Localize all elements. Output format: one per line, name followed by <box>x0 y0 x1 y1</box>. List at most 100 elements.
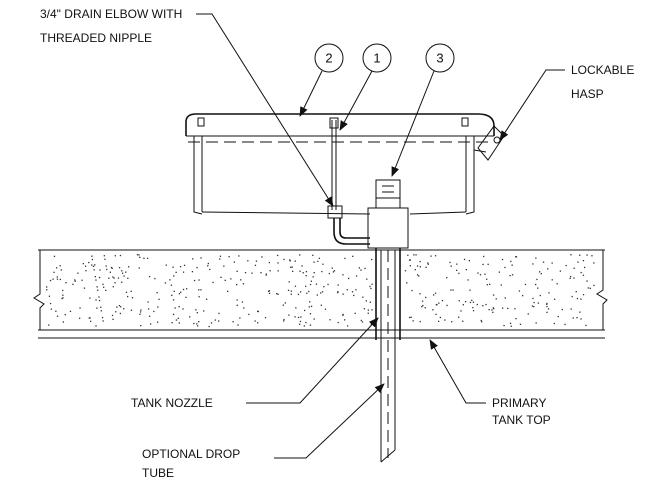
concrete-speck <box>112 318 114 320</box>
concrete-speck <box>532 297 534 300</box>
concrete-speck <box>575 291 577 293</box>
concrete-speck <box>430 255 432 257</box>
concrete-speck <box>81 279 83 281</box>
concrete-speck <box>323 286 325 288</box>
concrete-speck <box>237 324 239 326</box>
concrete-speck <box>297 316 300 319</box>
concrete-speck <box>143 257 145 259</box>
concrete-speck <box>427 263 429 265</box>
concrete-speck <box>139 313 141 315</box>
concrete-speck <box>111 314 114 317</box>
concrete-speck <box>322 263 324 265</box>
concrete-speck <box>482 305 484 307</box>
concrete-speck <box>427 262 429 264</box>
concrete-speck <box>489 283 491 285</box>
concrete-speck <box>346 325 349 327</box>
concrete-speck <box>138 267 140 269</box>
concrete-speck <box>553 322 555 325</box>
concrete-speck <box>421 300 424 302</box>
concrete-speck <box>576 297 579 300</box>
svg-text:3: 3 <box>436 51 443 66</box>
label-lockable-hasp-1: LOCKABLE <box>571 63 634 77</box>
concrete-speck <box>450 265 452 267</box>
concrete-speck <box>157 306 159 308</box>
concrete-speck <box>62 297 64 299</box>
concrete-speck <box>479 274 482 276</box>
concrete-speck <box>98 299 101 302</box>
concrete-speck <box>149 315 151 317</box>
concrete-speck <box>515 256 517 258</box>
concrete-speck <box>148 275 151 278</box>
concrete-speck <box>559 270 561 272</box>
concrete-speck <box>224 279 226 281</box>
concrete-speck <box>565 264 567 267</box>
concrete-speck <box>511 264 513 266</box>
concrete-speck <box>123 275 125 277</box>
concrete-speck <box>435 313 437 315</box>
concrete-speck <box>207 262 209 265</box>
concrete-speck <box>353 294 355 297</box>
concrete-speck <box>342 274 344 276</box>
leader-drop-tube <box>274 383 385 459</box>
concrete-speck <box>329 319 331 321</box>
label-drop-tube-1: OPTIONAL DROP <box>142 447 240 461</box>
concrete-speck <box>337 291 339 293</box>
concrete-speck <box>90 320 92 322</box>
concrete-speck <box>299 254 301 256</box>
concrete-speck <box>121 270 123 272</box>
concrete-speck <box>458 272 460 275</box>
concrete-speck <box>362 296 364 298</box>
concrete-speck <box>320 304 322 306</box>
concrete-speck <box>305 271 308 273</box>
concrete-speck <box>94 276 96 278</box>
leader-lockable-hasp <box>499 69 565 141</box>
concrete-speck <box>531 305 534 307</box>
concrete-speck <box>547 268 549 270</box>
concrete-speck <box>99 269 101 271</box>
concrete-speck <box>484 273 486 275</box>
concrete-speck <box>294 260 296 262</box>
concrete-speck <box>501 258 504 261</box>
concrete-speck <box>147 308 150 310</box>
concrete-speck <box>509 322 512 324</box>
leader-primary-tank-top <box>429 339 486 404</box>
concrete-speck <box>305 275 307 277</box>
concrete-speck <box>232 321 234 323</box>
concrete-speck <box>416 265 419 267</box>
concrete-speck <box>587 287 589 289</box>
concrete-speck <box>355 289 357 291</box>
concrete-speck <box>462 320 464 322</box>
concrete-speck <box>118 305 121 307</box>
concrete-speck <box>327 283 329 286</box>
label-lockable-hasp-2: HASP <box>571 87 604 101</box>
concrete-speck <box>561 308 563 311</box>
concrete-speck <box>98 276 101 279</box>
concrete-speck <box>412 320 414 322</box>
concrete-speck <box>154 277 156 280</box>
concrete-speck <box>94 264 96 266</box>
concrete-speck <box>89 317 91 319</box>
concrete-speck <box>105 289 107 291</box>
concrete-speck <box>310 305 313 307</box>
concrete-speck <box>254 320 256 322</box>
concrete-speck <box>169 279 171 281</box>
concrete-speck <box>53 255 56 257</box>
concrete-speck <box>288 281 290 283</box>
concrete-speck <box>321 291 324 293</box>
concrete-speck <box>77 272 79 274</box>
concrete-speck <box>195 309 197 311</box>
concrete-speck <box>441 300 444 302</box>
concrete-speck <box>547 308 550 310</box>
concrete-speck <box>200 257 202 259</box>
concrete-speck <box>173 275 175 277</box>
concrete-speck <box>315 283 318 285</box>
concrete-speck <box>120 306 122 308</box>
concrete-speck <box>172 299 175 301</box>
concrete-speck <box>576 317 578 319</box>
concrete-speck <box>91 258 93 261</box>
concrete-speck <box>85 270 87 272</box>
concrete-speck <box>193 279 196 282</box>
concrete-speck <box>580 318 582 320</box>
concrete-speck <box>371 283 373 285</box>
concrete-speck <box>125 291 128 293</box>
